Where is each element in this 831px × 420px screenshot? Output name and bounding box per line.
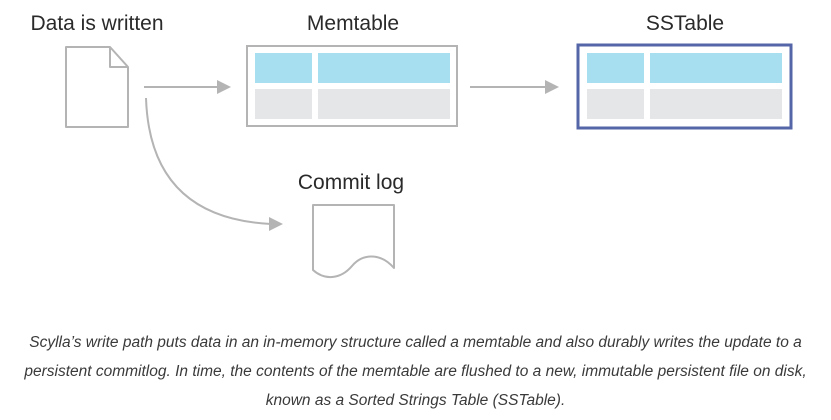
sstable-key-header-cell xyxy=(587,53,644,83)
sstable-value-header-cell xyxy=(650,53,782,83)
arrow-to-memtable xyxy=(144,80,231,94)
memtable-key-body-cell xyxy=(255,89,312,119)
caption-line-2: persistent commitlog. In time, the conte… xyxy=(24,363,807,380)
memtable-value-header-cell xyxy=(318,53,450,83)
memtable-box xyxy=(246,45,458,127)
commit-log-icon xyxy=(312,204,395,278)
write-path-diagram: Data is written Memtable SSTable Commit … xyxy=(30,12,793,278)
sstable-key-body-cell xyxy=(587,89,644,119)
memtable-label: Memtable xyxy=(307,12,399,35)
sstable-value-body-cell xyxy=(650,89,782,119)
data-written-label: Data is written xyxy=(30,12,163,35)
memtable-value-body-cell xyxy=(318,89,450,119)
arrow-to-sstable xyxy=(470,80,559,94)
arrow-to-commit-log xyxy=(145,97,283,231)
document-icon xyxy=(65,46,129,128)
memtable-key-header-cell xyxy=(255,53,312,83)
commit-log-label: Commit log xyxy=(298,171,404,194)
sstable-label: SSTable xyxy=(646,12,724,35)
figure-caption: Scylla’s write path puts data in an in-m… xyxy=(0,328,831,415)
caption-line-3: known as a Sorted Strings Table (SSTable… xyxy=(265,392,566,409)
sstable-box xyxy=(576,43,793,130)
caption-line-1: Scylla’s write path puts data in an in-m… xyxy=(29,334,802,351)
